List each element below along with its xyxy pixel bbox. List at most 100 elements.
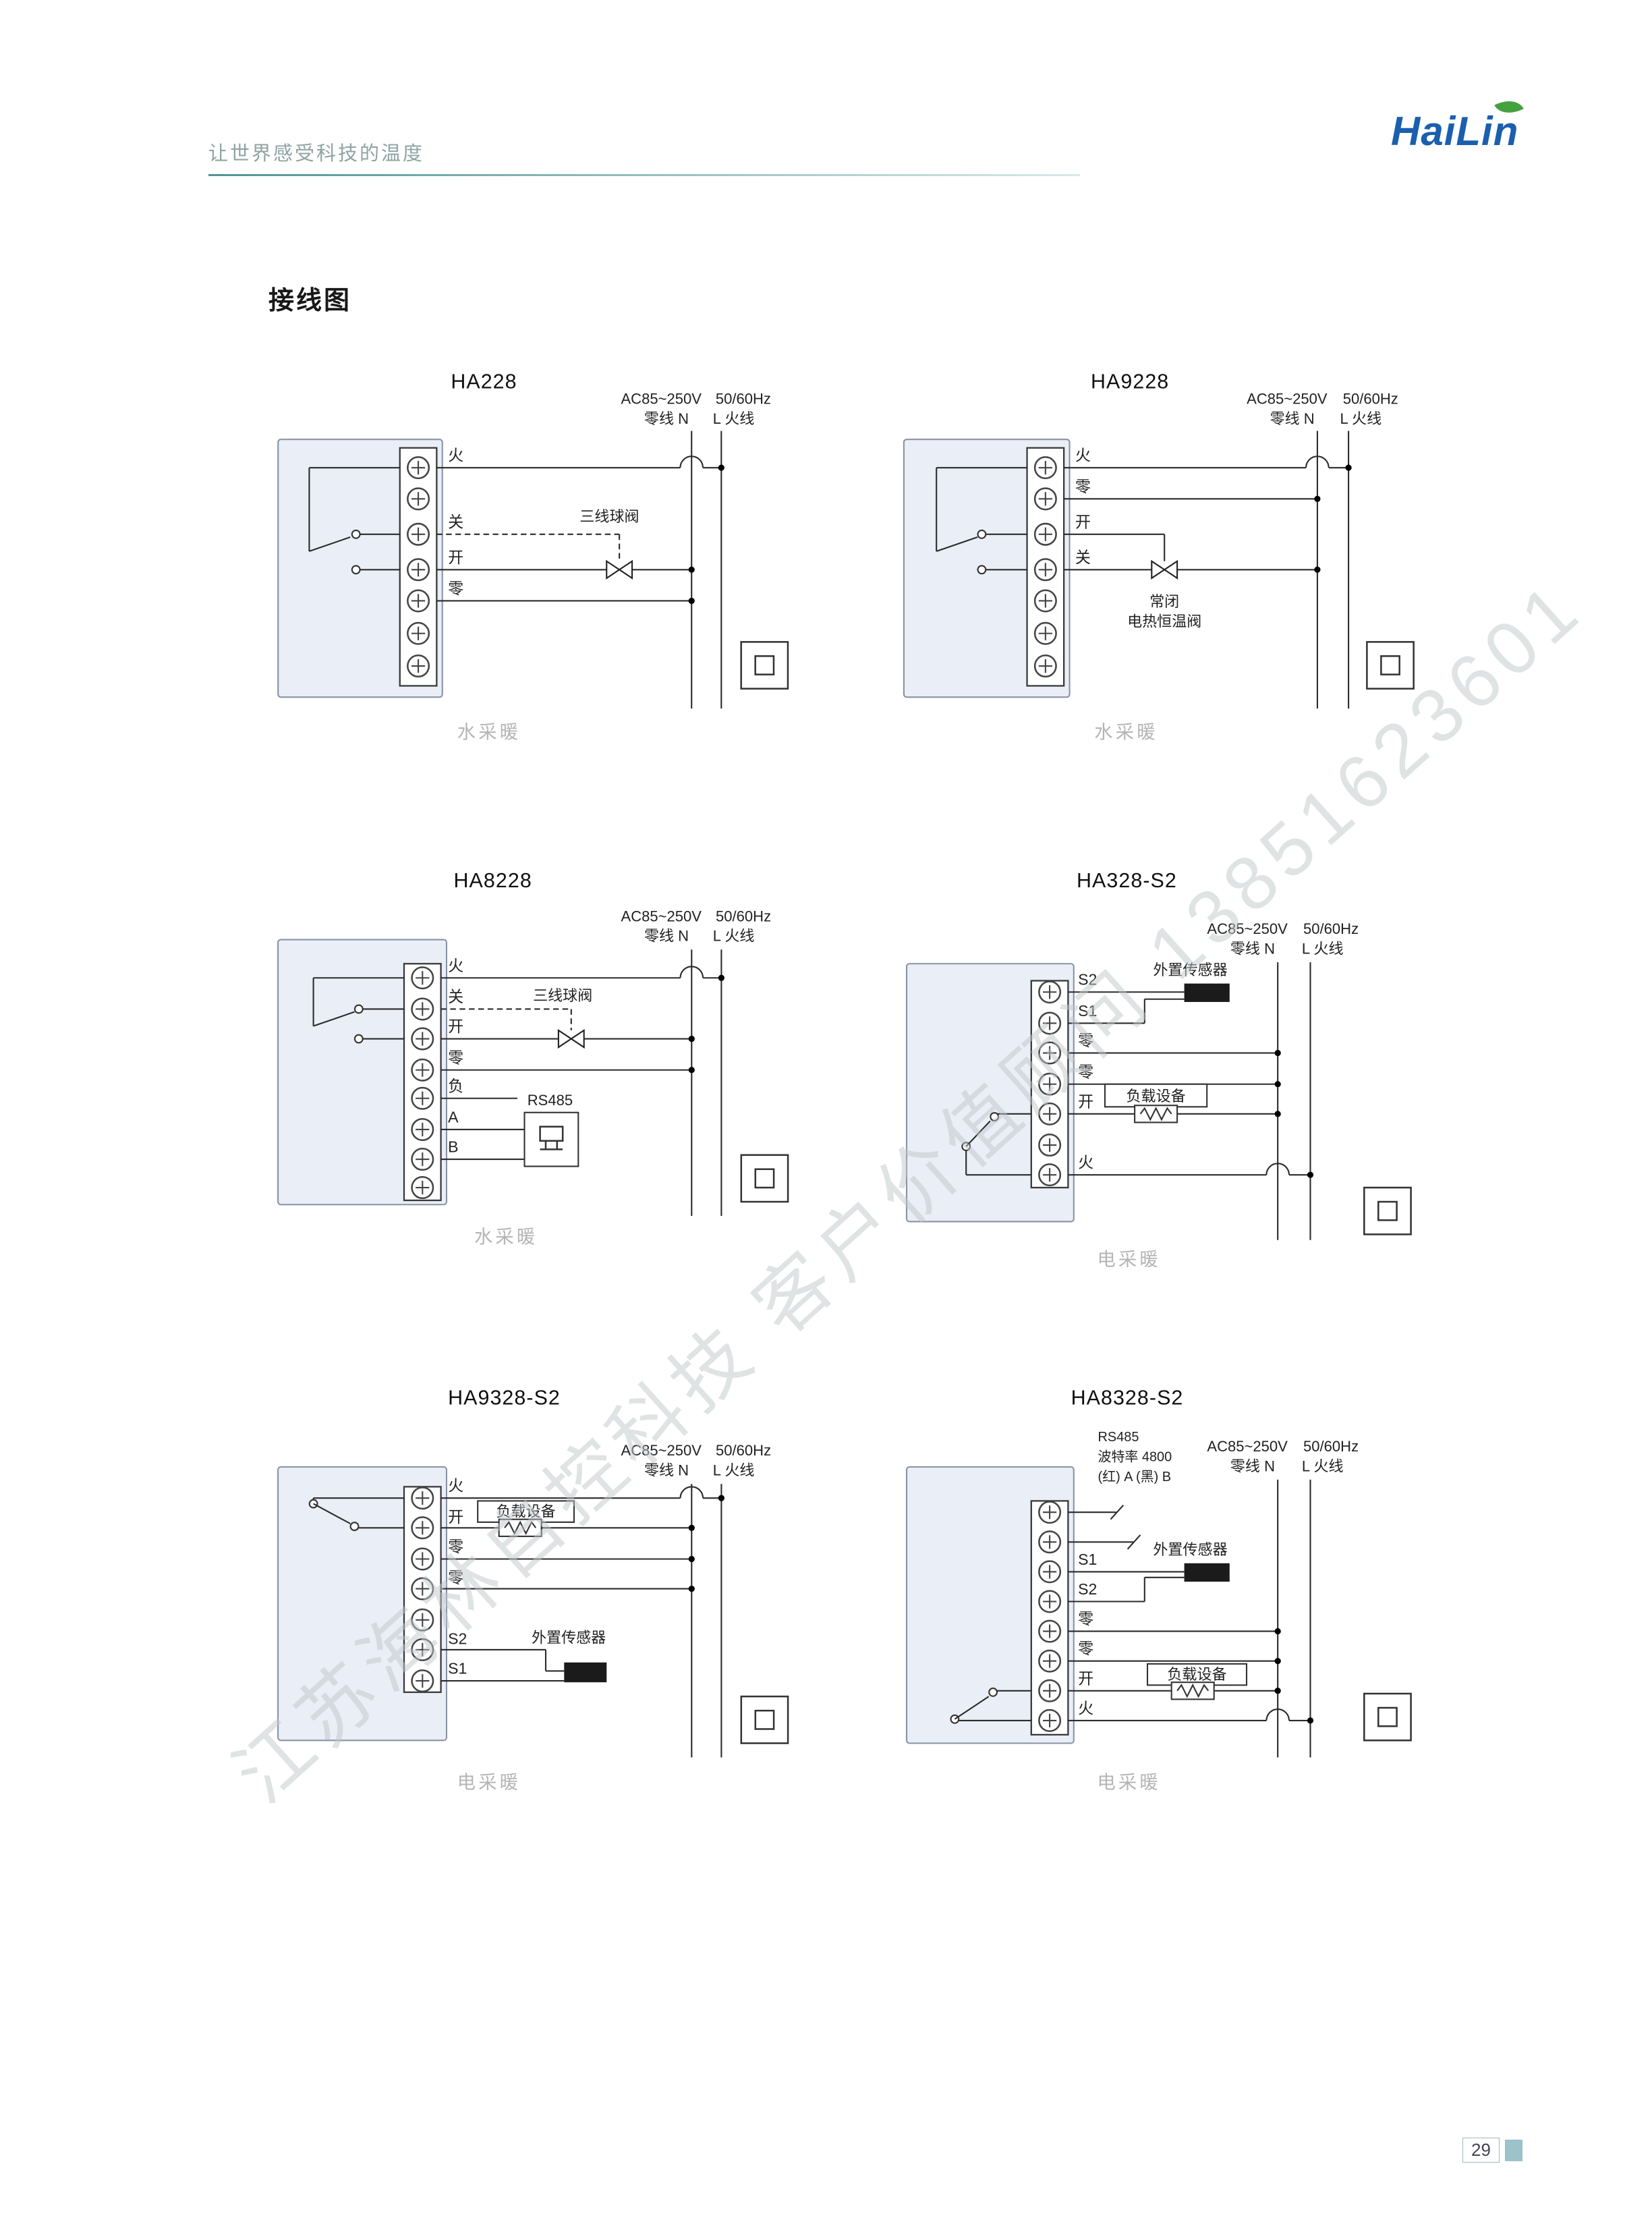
terminal-labels: 火 零 开 关	[1075, 447, 1091, 566]
wall-socket-icon	[740, 1695, 789, 1744]
page-number: 29	[1462, 2138, 1522, 2163]
voltage-label: AC85~250V	[621, 1442, 702, 1459]
terminal-label: 零	[448, 1538, 463, 1555]
page-number-text: 29	[1462, 2138, 1500, 2163]
terminal-label: S1	[1078, 1551, 1097, 1568]
terminal-label: S2	[1078, 971, 1097, 989]
diagram-title: HA9328-S2	[448, 1387, 561, 1410]
diagram-ha8228: HA8228 AC85~250V 50/60Hz 零线 N L 火线 火 关 开…	[277, 869, 789, 1247]
wall-socket-icon	[1363, 1692, 1412, 1742]
diagram-caption: 电采暖	[457, 1772, 521, 1793]
logo-text: HaiLin	[1391, 109, 1519, 154]
frequency-label: 50/60Hz	[716, 908, 771, 924]
terminal-label: 负	[448, 1077, 463, 1094]
load-label: 负载设备	[1127, 1088, 1186, 1105]
valve-label-line1: 常闭	[1149, 593, 1179, 610]
wiring	[936, 455, 1352, 575]
live-line-label: L 火线	[1302, 1457, 1344, 1474]
diagram-title: HA9228	[1091, 370, 1169, 393]
valve-label: 三线球阀	[533, 987, 592, 1004]
external-sensor-block	[564, 1662, 607, 1683]
wall-socket-icon	[740, 641, 789, 690]
terminal-label: S1	[448, 1660, 467, 1677]
neutral-line-label: 零线 N	[1230, 941, 1275, 957]
terminal-label: 火	[1078, 1699, 1093, 1717]
terminal-label: S1	[1078, 1002, 1097, 1020]
frequency-label: 50/60Hz	[716, 391, 771, 408]
diagram-title: HA228	[451, 370, 517, 393]
header-tagline: 让世界感受科技的温度	[208, 143, 425, 165]
resistor-icon	[1134, 1105, 1178, 1123]
power-lines	[691, 1484, 722, 1758]
terminal-label: S2	[448, 1630, 467, 1648]
terminal-labels: S1 S2 零 零 开 火	[1078, 1551, 1097, 1717]
external-sensor-block	[1184, 983, 1230, 1002]
diagram-caption: 水采暖	[457, 721, 521, 742]
diagram-caption: 水采暖	[1094, 721, 1158, 742]
terminal-label: 火	[448, 447, 463, 464]
terminal-label: 零	[448, 580, 463, 597]
terminal-label: 开	[448, 549, 463, 566]
neutral-line-label: 零线 N	[644, 1462, 689, 1479]
voltage-label: AC85~250V	[621, 908, 702, 924]
terminal-labels: 火 开 零 零 S2 S1	[448, 1477, 467, 1677]
terminal-label: 零	[1078, 1610, 1093, 1627]
terminal-labels: 火 关 开 零 负 A B	[448, 957, 463, 1156]
wiring	[308, 1486, 725, 1682]
diagram-ha8328s2: HA8328-S2 RS485 波特率 4800 (红) A (黑) B AC8…	[905, 1387, 1412, 1793]
diagram-title: HA8328-S2	[1071, 1387, 1184, 1410]
terminal-label: S2	[1078, 1580, 1097, 1598]
terminal-label: 火	[448, 957, 463, 974]
rs485-title: RS485	[1098, 1430, 1139, 1445]
resistor-icon	[498, 1518, 542, 1537]
wiring	[308, 455, 724, 605]
section-title: 接线图	[268, 287, 352, 315]
terminal-label: 开	[1075, 513, 1091, 530]
wiring	[312, 966, 725, 1161]
frequency-label: 50/60Hz	[716, 1442, 771, 1459]
live-line-label: L 火线	[1302, 941, 1344, 957]
terminal-label: 零	[448, 1049, 463, 1066]
valve-label: 三线球阀	[579, 508, 639, 525]
terminal-label: 开	[1078, 1092, 1093, 1110]
rs485-pins: (红) A (黑) B	[1098, 1469, 1172, 1484]
terminal-label: 开	[448, 1508, 463, 1526]
voltage-label: AC85~250V	[621, 391, 702, 408]
rs485-label: RS485	[528, 1092, 573, 1109]
diagram-caption: 电采暖	[1097, 1249, 1161, 1270]
resistor-icon	[1170, 1681, 1215, 1700]
terminal-labels: 火 关 开 零	[448, 447, 463, 597]
terminal-label: 开	[448, 1018, 463, 1035]
diagram-ha228: HA228 AC85~250V 50/60Hz 零线 N L 火线 火 关 开 …	[277, 370, 789, 742]
wiring	[950, 1504, 1314, 1724]
diagram-caption: 水采暖	[474, 1226, 538, 1247]
wall-socket-icon	[1366, 641, 1415, 690]
terminal-label: 零	[1078, 1032, 1093, 1049]
frequency-label: 50/60Hz	[1303, 1438, 1359, 1455]
wall-socket-icon	[740, 1154, 789, 1203]
live-line-label: L 火线	[713, 410, 755, 427]
power-lines	[691, 430, 722, 709]
voltage-label: AC85~250V	[1207, 920, 1288, 937]
terminal-label: B	[448, 1138, 458, 1156]
neutral-line-label: 零线 N	[644, 928, 689, 945]
frequency-label: 50/60Hz	[1343, 391, 1398, 408]
terminal-label: A	[448, 1108, 459, 1125]
load-label: 负载设备	[496, 1503, 556, 1520]
terminal-label: 零	[1078, 1640, 1093, 1657]
power-lines	[1277, 962, 1311, 1240]
valve-label-line2: 电热恒温阀	[1127, 613, 1201, 630]
terminal-label: 零	[448, 1569, 463, 1586]
diagram-title: HA8228	[454, 869, 532, 892]
live-line-label: L 火线	[713, 1462, 755, 1479]
header-divider	[208, 174, 1080, 176]
rs485-baud: 波特率 4800	[1098, 1449, 1172, 1465]
page-number-accent	[1504, 2139, 1522, 2161]
frequency-label: 50/60Hz	[1303, 920, 1359, 937]
valve-icon	[557, 1029, 585, 1049]
live-line-label: L 火线	[713, 928, 755, 945]
sensor-label: 外置传感器	[1153, 962, 1227, 978]
voltage-label: AC85~250V	[1247, 391, 1328, 408]
hailin-logo: HaiLin	[1391, 94, 1525, 155]
